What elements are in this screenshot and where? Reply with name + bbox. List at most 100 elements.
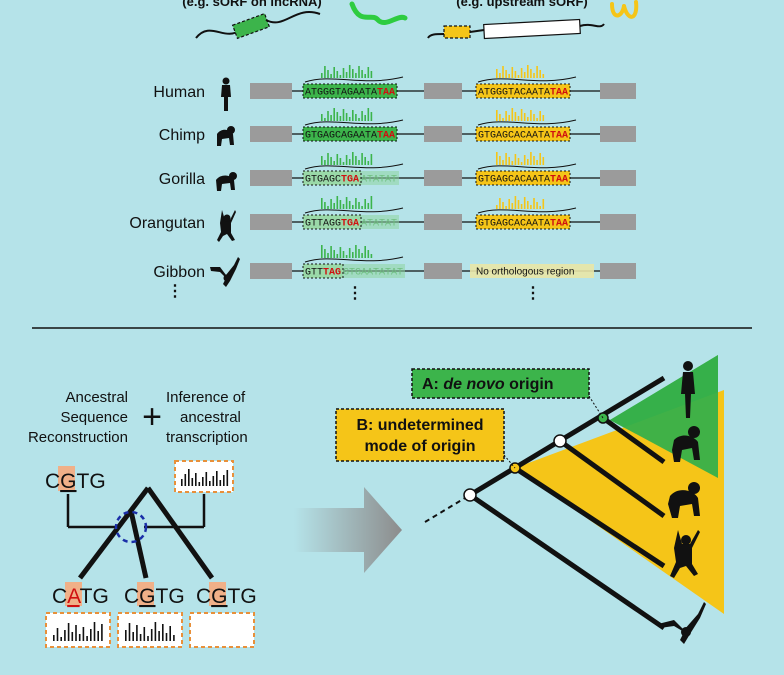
label-b-leader: [503, 454, 516, 469]
sorf-seq-b: GTGAGCACAATATAA: [478, 175, 568, 186]
expression-bars: [321, 152, 373, 165]
transcription-line-3: transcription: [166, 429, 248, 446]
leaf-expression-bar: [71, 632, 74, 641]
exon-block: [250, 83, 292, 99]
leaf-expression-bar: [169, 626, 171, 641]
asr-line-1: Ancestral: [65, 389, 128, 406]
sorf-seq-a: GTTTAG: [305, 268, 341, 279]
ancestor-expression-bars: [181, 469, 229, 486]
tree-node-origin-a: [597, 412, 609, 424]
label-b-box: [335, 408, 505, 462]
gorilla-silhouette-icon: [668, 482, 700, 518]
exon-block: [600, 170, 636, 186]
exon-block: [424, 83, 462, 99]
leaf-expression-bar: [75, 625, 77, 641]
leaf-expression-bar: [60, 637, 62, 641]
exon-block: [600, 263, 636, 279]
ellipsis-col-a: ⋮: [347, 285, 363, 302]
expression-bars: [496, 65, 545, 78]
no-orthologous-region: No orthologous region: [476, 267, 574, 278]
sorf-box-b: [475, 126, 571, 142]
sorf-box-a: [302, 263, 344, 279]
leaf-expression-bar: [143, 627, 146, 641]
label-a-text: A: de novo origin: [422, 376, 554, 393]
sorf-box-b: [475, 170, 571, 186]
ancestral-tree: [66, 486, 215, 580]
ellipsis-col-b: ⋮: [525, 285, 541, 302]
gorilla-silhouette-icon: [216, 172, 237, 191]
label-b-line-2: mode of origin: [364, 438, 475, 455]
noncoding-tail: GTGAATATAT: [343, 268, 403, 279]
exon-block: [600, 126, 636, 142]
leaf-expression-bar: [136, 625, 138, 641]
exon-block: [250, 170, 292, 186]
sorf-seq-a: GTTAGGTGA: [305, 219, 359, 230]
sorf-seq-a: GTGAGCAGAATATAA: [305, 131, 395, 142]
sorf-box-a: [302, 83, 398, 99]
leaf-expression-bar: [90, 629, 92, 641]
chimp-silhouette-icon: [672, 426, 700, 462]
label-b-line-1: B: undetermined: [356, 417, 483, 434]
chimp-silhouette-icon: [217, 126, 235, 146]
species-name: Chimp: [159, 127, 205, 144]
species-name: Orangutan: [129, 215, 205, 232]
exon-block: [250, 263, 292, 279]
leaf-expression-bar: [139, 634, 142, 641]
noncoding-tail: ATATAT: [361, 175, 397, 186]
expression-bars: [496, 196, 545, 209]
exon-block: [424, 170, 462, 186]
sorf-seq-b: GTGAGCACAATATAA: [478, 219, 568, 230]
gibbon-silhouette-icon: [210, 257, 240, 287]
species-row-human: Human ATGGGTAGAATATAA ATGGGTACAATATAA: [153, 76, 636, 111]
arrow-icon: [294, 487, 402, 573]
leaf-expression-bar: [158, 631, 160, 641]
ancestral-node-circle: [114, 510, 148, 544]
sorf-seq-a: ATGGGTAGAATATAA: [305, 88, 395, 99]
label-a-leader: [588, 395, 604, 419]
leaf-site-highlight: [209, 582, 226, 606]
leaf-seq: CGTG: [124, 585, 185, 608]
expression-bars: [321, 196, 373, 209]
human-silhouette-icon: [221, 77, 231, 111]
transcription-label: Inference of ancestral transcription: [166, 389, 248, 446]
leaf-seq: CATG: [52, 585, 109, 608]
sorf-seq-b: ATGGGTACAATATAA: [478, 88, 568, 99]
yellow-peptide-icon: [610, 0, 639, 19]
lncrna-transcript-icon: [195, 11, 321, 40]
leaf-expression-bar: [150, 629, 153, 641]
transcription-line-2: ancestral: [180, 409, 241, 426]
sorf-seq-a: GTGAGCTGA: [305, 175, 359, 186]
orangutan-silhouette-icon: [670, 530, 700, 578]
leaf-expression-bar: [97, 631, 99, 641]
sorf-box-a: [302, 214, 362, 230]
species-name: Human: [153, 84, 205, 101]
leaf-expression-bar: [82, 627, 85, 641]
exon-block: [250, 126, 292, 142]
ancestor-seq: CGTG: [45, 470, 106, 493]
expression-bars: [321, 245, 373, 258]
species-name: Gorilla: [159, 171, 205, 188]
leaf-expression-bar: [154, 622, 157, 641]
asr-line-3: Reconstruction: [28, 429, 128, 446]
ellipsis-species: ⋮: [167, 283, 183, 300]
asr-label: Ancestral Sequence Reconstruction: [28, 389, 128, 446]
sorf-box-a: [302, 126, 398, 142]
sorf-box-b: [475, 214, 571, 230]
ancestor-site-highlight: [58, 466, 75, 491]
leaf-expression-bar: [53, 635, 55, 641]
expression-bars: [321, 65, 373, 78]
sorf-box-a: [302, 170, 362, 186]
caption-lncrna: (e.g. sORF on lncRNA): [182, 0, 321, 9]
label-a-box: [411, 368, 590, 399]
leaf-site-highlight: [137, 582, 154, 606]
leaf-expression-bar: [173, 635, 175, 641]
plus-sign: +: [142, 398, 162, 436]
species-alignment-rows: Human ATGGGTAGAATATAA ATGGGTACAATATAA Chimp…: [129, 65, 636, 287]
leaf-expression-bar: [165, 633, 168, 641]
leaf-expression-bar: [128, 623, 131, 641]
